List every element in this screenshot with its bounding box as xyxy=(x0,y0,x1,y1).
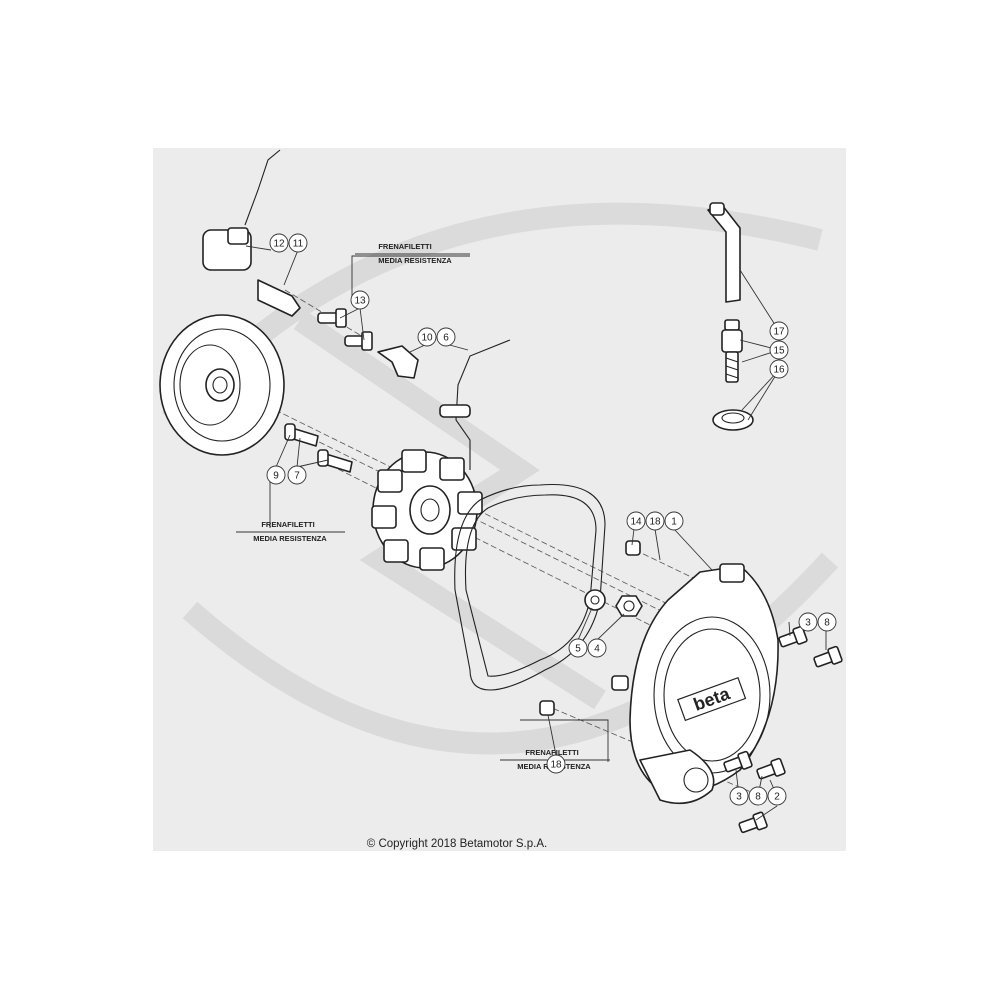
svg-text:18: 18 xyxy=(649,517,661,528)
pickup-sensor-part xyxy=(202,149,301,317)
callouts: 12 11 13 10 6 9 7 14 18 1 5 4 18 3 8 3 8… xyxy=(266,233,837,806)
svg-text:MEDIA RESISTENZA: MEDIA RESISTENZA xyxy=(378,256,452,265)
svg-text:16: 16 xyxy=(773,365,785,376)
callout-7: 7 xyxy=(287,465,307,485)
svg-text:8: 8 xyxy=(755,792,761,803)
callout-10: 10 xyxy=(417,327,437,347)
svg-text:5: 5 xyxy=(575,644,581,655)
svg-text:2: 2 xyxy=(774,792,780,803)
svg-text:13: 13 xyxy=(354,296,366,307)
svg-text:3: 3 xyxy=(805,618,811,629)
cover-gasket-part xyxy=(454,483,606,691)
callout-8-bottom: 8 xyxy=(748,786,768,806)
svg-text:FRENAFILETTI: FRENAFILETTI xyxy=(378,242,431,251)
callout-3-right: 3 xyxy=(798,612,818,632)
stator-part xyxy=(371,339,511,571)
callout-4: 4 xyxy=(587,638,607,658)
flywheel-part xyxy=(159,314,285,456)
callout-18-bottom: 18 xyxy=(546,754,566,774)
svg-text:4: 4 xyxy=(594,644,600,655)
callout-2: 2 xyxy=(767,786,787,806)
svg-text:FRENAFILETTI: FRENAFILETTI xyxy=(261,520,314,529)
callout-5: 5 xyxy=(568,638,588,658)
svg-text:18: 18 xyxy=(550,760,562,771)
callout-17: 17 xyxy=(769,321,789,341)
threadlocker-note-left: FRENAFILETTI MEDIA RESISTENZA xyxy=(236,520,345,543)
svg-text:14: 14 xyxy=(630,517,642,528)
sensor-bolts xyxy=(317,308,373,351)
callout-11: 11 xyxy=(288,233,308,253)
ignition-cover-part: beta xyxy=(611,563,779,805)
svg-text:MEDIA RESISTENZA: MEDIA RESISTENZA xyxy=(253,534,327,543)
svg-text:9: 9 xyxy=(273,471,279,482)
svg-text:3: 3 xyxy=(736,792,742,803)
svg-text:10: 10 xyxy=(421,333,433,344)
svg-text:FRENAFILETTI: FRENAFILETTI xyxy=(525,748,578,757)
svg-text:12: 12 xyxy=(273,239,285,250)
callout-13: 13 xyxy=(350,290,370,310)
callout-8-right: 8 xyxy=(817,612,837,632)
callout-18-top: 18 xyxy=(645,511,665,531)
callout-14: 14 xyxy=(626,511,646,531)
dowel-pins xyxy=(539,540,641,716)
cable-clip-part xyxy=(377,345,419,379)
washer-and-nut xyxy=(584,589,643,617)
svg-text:11: 11 xyxy=(293,239,304,250)
svg-text:6: 6 xyxy=(443,333,449,344)
svg-text:8: 8 xyxy=(824,618,830,629)
svg-text:17: 17 xyxy=(773,327,785,338)
callout-1: 1 xyxy=(664,511,684,531)
svg-text:15: 15 xyxy=(773,346,785,357)
copyright-text: © Copyright 2018 Betamotor S.p.A. xyxy=(367,838,547,850)
callout-3-bottom: 3 xyxy=(729,786,749,806)
callout-6: 6 xyxy=(436,327,456,347)
callout-15: 15 xyxy=(769,340,789,360)
spark-plug-assembly xyxy=(707,202,754,431)
threadlocker-note-top: FRENAFILETTI MEDIA RESISTENZA xyxy=(355,242,470,265)
svg-text:7: 7 xyxy=(294,471,300,482)
callout-16: 16 xyxy=(769,359,789,379)
flywheel-screws xyxy=(284,423,353,473)
callout-12: 12 xyxy=(269,233,289,253)
cover-bolts xyxy=(723,625,843,834)
callout-9: 9 xyxy=(266,465,286,485)
svg-text:1: 1 xyxy=(671,517,677,528)
